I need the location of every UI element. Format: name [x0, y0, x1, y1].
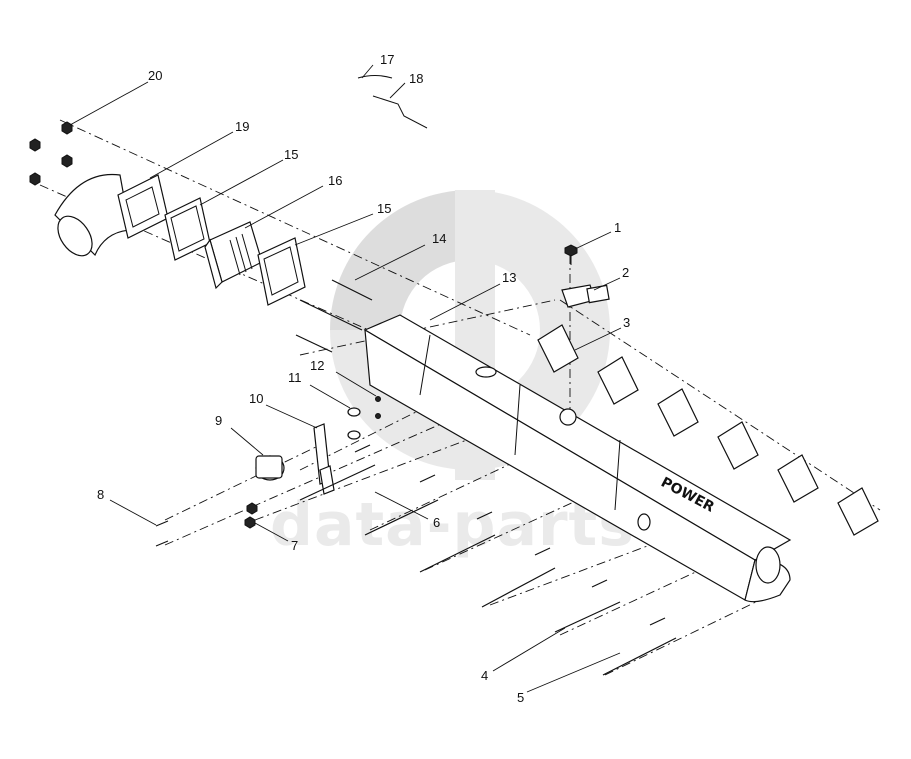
- callout-18: 20: [148, 68, 162, 83]
- part-19-clip: [357, 75, 393, 79]
- part-9-connector: [255, 455, 285, 481]
- part-4-bolt: [554, 601, 621, 633]
- part-5-spacer: [602, 637, 677, 676]
- callout-12: 12: [310, 358, 324, 373]
- part-8-screws: [155, 520, 169, 547]
- callout-10: 10: [249, 391, 263, 406]
- callout-19: 17: [380, 52, 394, 67]
- callout-20: 18: [409, 71, 423, 86]
- part-17-elbow: [54, 173, 169, 257]
- part-1-screw: [564, 244, 578, 265]
- callout-17: 19: [235, 119, 249, 134]
- callout-11: 11: [288, 370, 302, 385]
- callout-6: 6: [433, 515, 440, 530]
- callout-7: 7: [291, 538, 298, 553]
- callout-labels: 20 19 15 16 15 14 13 1 2 3 11 12 10 9 8 …: [97, 52, 630, 705]
- callout-9: 9: [215, 413, 222, 428]
- part-10-bracket: [313, 423, 335, 495]
- callout-15b: 15: [377, 201, 391, 216]
- part-2-sensor: [561, 284, 610, 308]
- callout-14: 14: [432, 231, 446, 246]
- part-11-washers: [347, 407, 361, 440]
- callout-15a: 15: [284, 147, 298, 162]
- callout-5: 5: [517, 690, 524, 705]
- part-20-wire: [372, 95, 428, 129]
- part-12-screws: [375, 396, 381, 419]
- part-15a-gasket: [164, 197, 211, 261]
- part-18-nuts: [29, 121, 73, 186]
- callout-2: 2: [622, 265, 629, 280]
- part-6-bolts: [299, 444, 666, 626]
- callout-8: 8: [97, 487, 104, 502]
- part-3-gaskets: [537, 324, 879, 536]
- part-13-manifold: POWER: [363, 314, 792, 603]
- part-16-heater: [204, 221, 263, 290]
- callout-16: 16: [328, 173, 342, 188]
- callout-13: 13: [502, 270, 516, 285]
- part-15b-gasket: [257, 237, 306, 306]
- part-7-nuts: [244, 502, 258, 529]
- leader-lines: [69, 64, 622, 693]
- callout-1: 1: [614, 220, 621, 235]
- part-14-studs: [295, 279, 373, 353]
- callout-3: 3: [623, 315, 630, 330]
- callout-4: 4: [481, 668, 488, 683]
